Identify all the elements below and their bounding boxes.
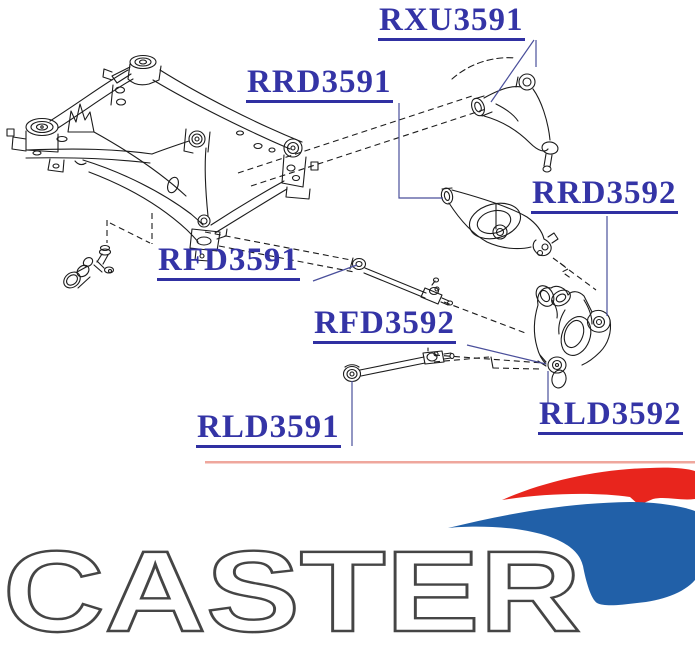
mount-bolt-drawing xyxy=(63,244,115,289)
part-label-rrd3591: RRD3591 xyxy=(246,66,393,103)
upper-arm-drawing xyxy=(451,57,559,173)
logo-swoosh-blue-icon xyxy=(448,502,695,606)
part-label-rld3592: RLD3592 xyxy=(538,398,683,435)
part-label-rxu3591: RXU3591 xyxy=(378,4,525,41)
part-label-rfd3591: RFD3591 xyxy=(157,244,300,281)
lateral-rod-drawing xyxy=(342,347,455,383)
logo-swoosh-red-icon xyxy=(502,467,695,505)
logo-red-divider-line xyxy=(205,461,695,464)
suspension-diagram xyxy=(6,39,612,446)
radius-rod-drawing xyxy=(349,257,454,306)
dashed-projection-lines xyxy=(106,95,597,370)
label-leader-lines xyxy=(312,39,608,446)
caster-logo: CASTER xyxy=(2,461,695,657)
lower-arm-drawing xyxy=(440,187,559,257)
knuckle-drawing xyxy=(533,285,612,389)
subframe-drawing xyxy=(6,54,319,262)
logo-brand-text: CASTER xyxy=(3,528,581,656)
part-label-rfd3592: RFD3592 xyxy=(313,307,456,344)
part-label-rld3591: RLD3591 xyxy=(196,411,341,448)
part-label-rrd3592: RRD3592 xyxy=(531,177,678,214)
